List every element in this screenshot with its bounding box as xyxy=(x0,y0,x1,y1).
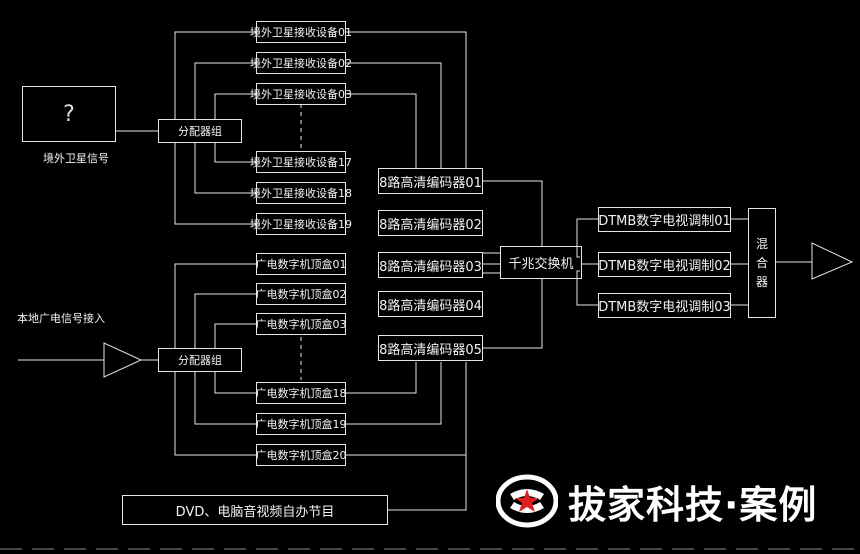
hd-encoder-02: 8路高清编码器02 xyxy=(378,210,483,236)
hd-encoder-04: 8路高清编码器04 xyxy=(378,291,483,317)
mixer: 混 合 器 xyxy=(748,208,776,318)
overseas-satellite-source-box: ? xyxy=(22,86,116,142)
gigabit-switch: 千兆交换机 xyxy=(500,246,582,279)
mixer-char-2: 合 xyxy=(755,255,768,270)
satellite-receiver-18: 境外卫星接收设备18 xyxy=(250,182,352,204)
splitter-top: 分配器组 xyxy=(158,119,242,143)
set-top-box-18: 广电数字机顶盒18 xyxy=(256,382,347,404)
satellite-receiver-03: 境外卫星接收设备03 xyxy=(250,83,352,105)
satellite-receiver-01: 境外卫星接收设备01 xyxy=(250,21,352,43)
question-mark-symbol: ? xyxy=(63,101,75,127)
set-top-box-02: 广电数字机顶盒02 xyxy=(256,283,347,305)
hd-encoder-03: 8路高清编码器03 xyxy=(378,252,483,278)
set-top-box-03: 广电数字机顶盒03 xyxy=(256,313,347,335)
satellite-receiver-19: 境外卫星接收设备19 xyxy=(250,213,352,235)
set-top-box-19: 广电数字机顶盒19 xyxy=(256,413,347,435)
set-top-box-20: 广电数字机顶盒20 xyxy=(256,444,347,466)
brand-text: 拔家科技·案例 xyxy=(568,482,818,527)
mixer-char-1: 混 xyxy=(755,236,768,251)
hd-encoder-05: 8路高清编码器05 xyxy=(378,335,483,361)
set-top-box-01: 广电数字机顶盒01 xyxy=(256,253,347,275)
company-logo-icon xyxy=(496,474,558,528)
mixer-char-3: 器 xyxy=(755,274,768,289)
hd-encoder-01: 8路高清编码器01 xyxy=(378,168,483,194)
local-broadcast-label: 本地广电信号接入 xyxy=(17,312,105,325)
satellite-receiver-02: 境外卫星接收设备02 xyxy=(250,52,352,74)
overseas-satellite-label: 境外卫星信号 xyxy=(43,152,109,165)
dvd-pc-source: DVD、电脑音视频自办节目 xyxy=(122,495,388,525)
dtmb-modulator-02: DTMB数字电视调制02 xyxy=(598,252,731,277)
splitter-bottom: 分配器组 xyxy=(158,348,242,372)
satellite-receiver-17: 境外卫星接收设备17 xyxy=(250,151,352,173)
brand-logo: 拔家科技·案例 xyxy=(496,474,817,528)
dtmb-modulator-03: DTMB数字电视调制03 xyxy=(598,293,731,318)
dtmb-modulator-01: DTMB数字电视调制01 xyxy=(598,207,731,232)
